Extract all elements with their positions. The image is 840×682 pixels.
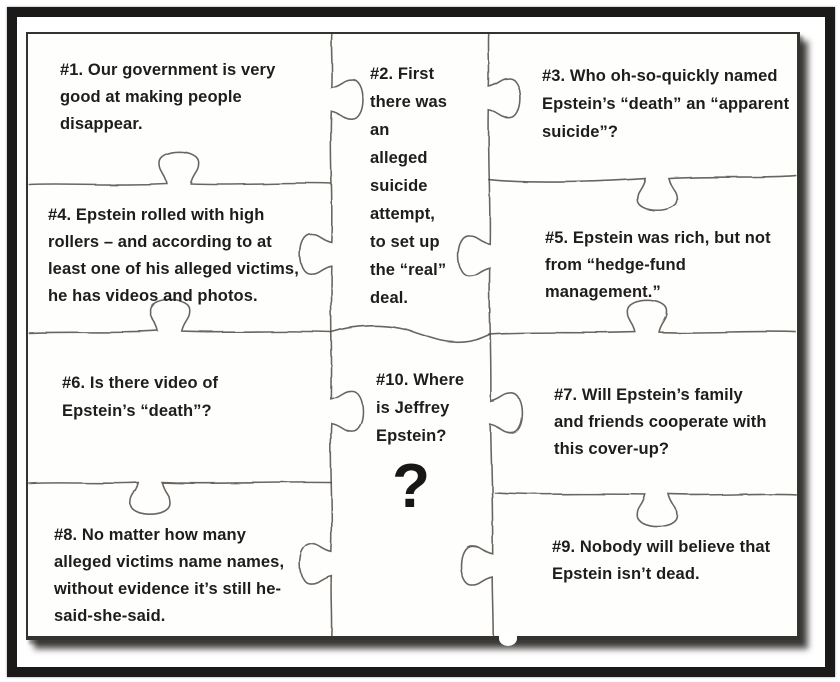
puzzle-line-h4 <box>487 174 797 211</box>
piece-4-text: #4. Epstein rolled with high rollers – a… <box>48 206 299 305</box>
piece-7-text: #7. Will Epstein’s family and friends co… <box>554 386 767 458</box>
puzzle-line-h3 <box>28 481 333 515</box>
piece-8-text: #8. No matter how many alleged victims n… <box>54 526 285 625</box>
puzzle-outlines <box>28 34 797 636</box>
piece-9-text: #9. Nobody will believe that Epstein isn… <box>552 538 771 583</box>
piece-2-text: #2. First there was an alleged suicide a… <box>370 65 448 307</box>
piece-5-text: #5. Epstein was rich, but not from “hedg… <box>545 229 771 301</box>
piece-10-text: #10. Where is Jeffrey Epstein? <box>376 371 465 445</box>
puzzle-line-h1 <box>28 151 333 186</box>
piece-3-text: #3. Who oh-so-quickly named Epstein’s “d… <box>542 67 790 141</box>
scan-artifact-notch <box>499 631 517 646</box>
piece-1-text: #1. Our government is very good at makin… <box>60 61 276 133</box>
piece-6-text: #6. Is there video of Epstein’s “death”? <box>62 374 219 420</box>
puzzle-line-h2 <box>28 298 333 334</box>
puzzle-line-vertical-left <box>298 34 364 636</box>
puzzle-line-h7 <box>330 325 492 344</box>
puzzle-line-h5 <box>487 299 797 335</box>
outer-border-frame <box>7 7 835 677</box>
puzzle-line-h6 <box>493 491 797 527</box>
question-mark-symbol: ? <box>392 452 430 521</box>
puzzle-panel: #1. Our government is very good at makin… <box>26 32 800 646</box>
